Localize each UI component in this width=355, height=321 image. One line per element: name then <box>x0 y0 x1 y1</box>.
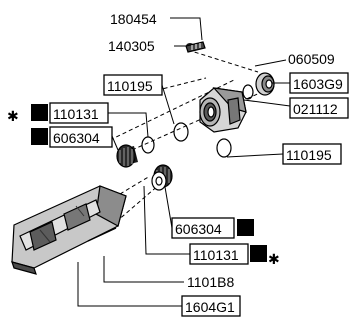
screw-140305-part <box>185 41 206 53</box>
square-marker-606304-top <box>31 128 48 145</box>
oring-110195-top-part <box>173 122 189 142</box>
asterisk-marker-bottom: ✱ <box>268 251 280 267</box>
label-1101B8: 1101B8 <box>187 274 234 290</box>
nut-1603G9-part <box>255 72 275 96</box>
valve-body-021112-part <box>199 87 247 133</box>
label-606304-top: 606304 <box>53 130 100 146</box>
label-110131-bottom: 110131 <box>193 247 239 263</box>
label-box-110131-bottom <box>189 243 249 265</box>
label-1604G1: 1604G1 <box>185 299 235 315</box>
asterisk-marker-top: ✱ <box>7 108 19 124</box>
oring-110195-right-part <box>216 138 232 158</box>
square-marker-110131-top <box>31 104 48 121</box>
label-box-110131-top <box>49 102 109 124</box>
washer-110131-bottom-part <box>151 171 167 191</box>
label-110131-top: 110131 <box>53 106 99 122</box>
label-box-1604G1 <box>181 295 241 317</box>
label-box-110195-top <box>103 74 163 96</box>
label-140305: 140305 <box>108 38 155 54</box>
ball-606304-top-part <box>116 144 138 168</box>
pump-body-1604G1-part <box>11 185 127 275</box>
label-box-606304-bottom <box>171 217 235 239</box>
square-marker-606304-bottom <box>237 219 254 236</box>
label-110195-top: 110195 <box>107 78 153 94</box>
label-110195-right: 110195 <box>286 147 332 163</box>
leader-lines <box>77 17 291 307</box>
oring-110131-top-part <box>141 136 155 154</box>
label-060509: 060509 <box>288 51 335 67</box>
label-180454: 180454 <box>110 11 157 27</box>
label-box-606304-top <box>49 126 113 148</box>
label-box-1603G9 <box>289 72 349 94</box>
label-606304-bottom: 606304 <box>175 221 222 237</box>
label-box-021112 <box>289 97 349 119</box>
square-marker-110131-bottom <box>250 245 267 262</box>
label-1603G9: 1603G9 <box>293 76 343 92</box>
label-box-110195-right <box>282 143 342 165</box>
insert-1101B8-part <box>87 227 117 242</box>
oring-060509-part <box>242 84 254 100</box>
label-021112: 021112 <box>293 101 338 117</box>
